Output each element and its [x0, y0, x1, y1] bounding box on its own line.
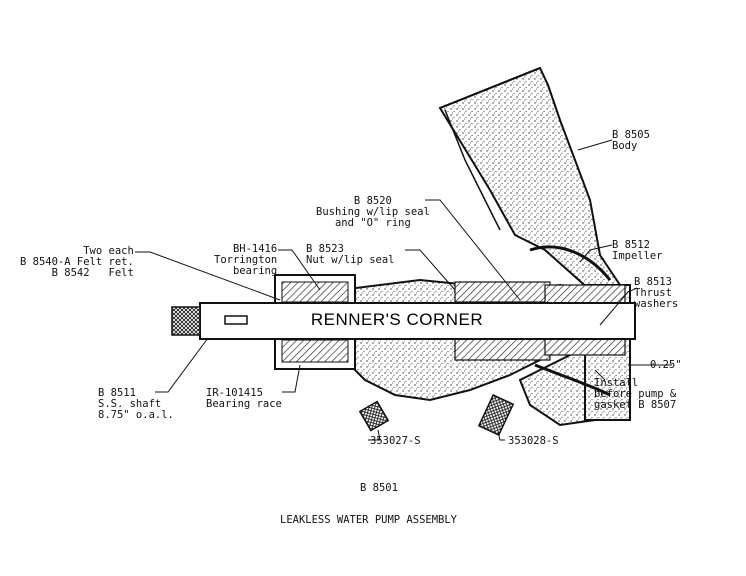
drawing-title: LEAKLESS WATER PUMP ASSEMBLY — [280, 514, 458, 526]
drain-fitting-353027 — [358, 400, 390, 432]
leader-lines — [135, 139, 672, 441]
label-felt: Two each B 8540-A Felt ret. B 8542 Felt — [20, 245, 134, 279]
drain-fitting-353028 — [477, 393, 515, 437]
label-thrust-washers: B 8513 Thrust washers — [634, 276, 679, 310]
label-gap: 0.25" — [650, 359, 682, 371]
stainless-shaft — [171, 302, 636, 340]
label-torrington: BH-1416 Torrington bearing — [214, 243, 278, 277]
assembly-number: B 8501 — [360, 482, 398, 494]
label-fitting-353028: 353028-S — [508, 435, 559, 447]
bushing-section — [454, 281, 626, 361]
label-body: B 8505 Body — [612, 129, 650, 152]
label-fitting-353027: 353027-S — [370, 435, 421, 447]
label-bushing: B 8520 Bushing w/lip seal and "O" ring — [316, 195, 430, 229]
label-shaft: B 8511 S.S. shaft 8.75" o.a.l. — [98, 387, 174, 421]
renners-corner-watermark: RENNER'S CORNER — [310, 310, 484, 329]
label-install-note: Install before pump & gasket B 8507 — [594, 377, 677, 411]
label-bearing-race: IR-101415 Bearing race — [206, 387, 282, 410]
label-impeller: B 8512 Impeller — [612, 239, 663, 262]
label-nut: B 8523 Nut w/lip seal — [306, 243, 395, 266]
